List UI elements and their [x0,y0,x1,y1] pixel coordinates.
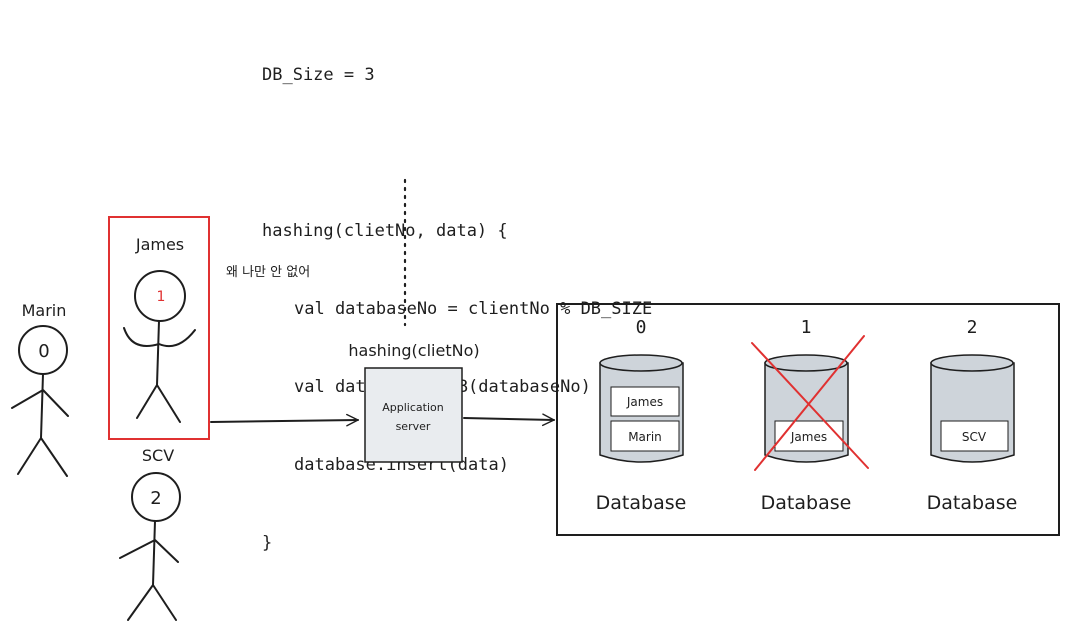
client-name: Marin [22,301,67,320]
database-1: 1 James Database [751,317,869,514]
record-label: Marin [628,430,662,444]
client-scv: SCV 2 [119,446,181,621]
record-james [610,386,680,417]
record-label: James [626,395,663,409]
server-label: Application [382,401,443,414]
routing-arrow [463,413,555,427]
client-marin: Marin 0 [11,301,69,477]
database-label: Database [596,492,687,514]
server-caption: hashing(clietNo) [348,341,479,360]
record-label: SCV [962,430,987,444]
database-cylinder-top [930,354,1014,372]
client-number: 2 [150,488,161,509]
database-2: 2 SCV Database [927,317,1018,514]
database-cylinder-top [764,354,848,372]
code-line: hashing(clietNo, data) { [262,221,508,241]
database-label: Database [761,492,852,514]
client-james: James 1 왜 나만 안 없어 [108,216,310,440]
application-server: hashing(clietNo) Application server [348,341,480,463]
server-box [364,367,463,463]
client-name: James [135,235,184,254]
database-label: Database [927,492,1018,514]
failure-cross-icon [751,335,869,471]
client-number: 0 [38,341,49,362]
record-james [774,420,844,452]
complaint-comment: 왜 나만 안 없어 [226,265,310,280]
database-index: 0 [636,317,647,338]
code-line: } [262,533,273,553]
record-marin [610,420,680,452]
database-index: 1 [801,317,812,338]
database-cylinder-top [599,354,683,372]
database-0: 0 James Marin Database [596,317,687,514]
record-scv [940,420,1009,452]
stick-figure-body [123,320,196,423]
client-number: 1 [157,289,166,305]
code-line: DB_Size = 3 [262,65,375,85]
stick-figure-body [11,373,69,477]
client-name: SCV [142,446,174,465]
database-cluster [556,303,1060,536]
stick-figure-body [119,520,179,621]
database-index: 2 [967,317,978,338]
highlight-frame [108,216,210,440]
request-arrow [210,413,359,427]
record-label: James [790,430,827,444]
server-label: server [396,420,431,433]
